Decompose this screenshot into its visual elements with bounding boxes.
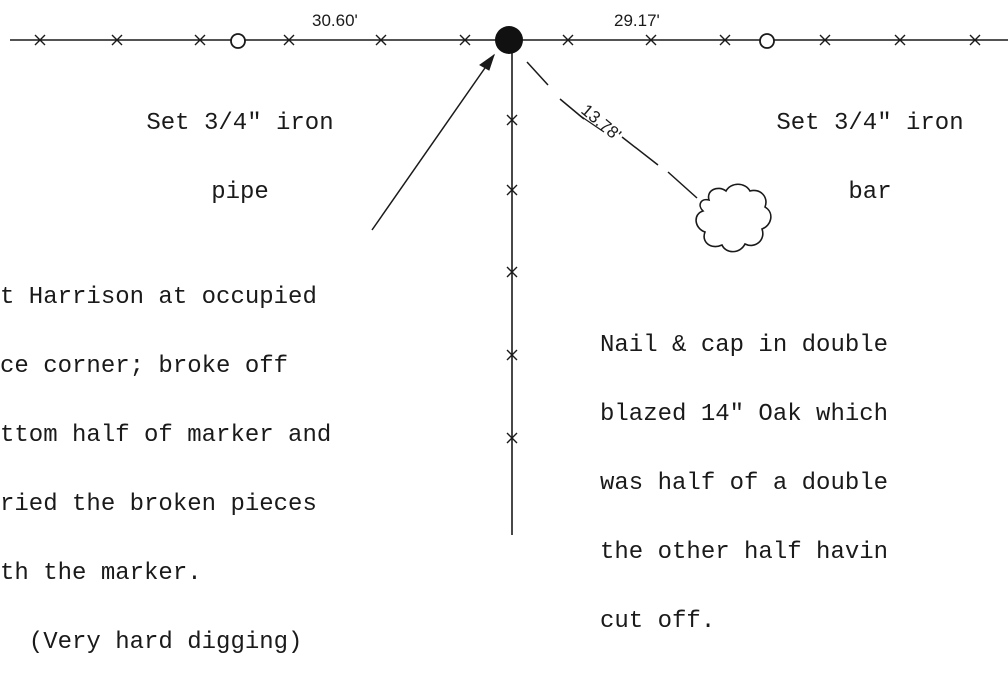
arrowhead-icon xyxy=(479,53,495,71)
dimension-diagonal-underline xyxy=(578,114,605,133)
iron-pipe-label-line: pipe xyxy=(211,179,269,206)
fence-x-mark xyxy=(506,349,518,361)
fence-x-mark xyxy=(283,34,295,46)
oak-tree-note-line: was half of a double xyxy=(600,470,889,497)
iron-bar-label-line: bar xyxy=(848,179,892,206)
fence-x-mark xyxy=(562,34,574,46)
corner-note: t Harrison at occupied ce corner; broke … xyxy=(0,240,480,677)
oak-tree-note-line: Nail & cap in double xyxy=(600,332,889,359)
dimension-right: 29.17' xyxy=(614,11,660,30)
fence-x-mark xyxy=(506,184,518,196)
oak-tree-note-line: the other half havin xyxy=(600,539,889,566)
fence-x-mark xyxy=(969,34,981,46)
tie-line-segment xyxy=(667,171,698,199)
iron-bar-label: Set 3/4" iron bar xyxy=(735,66,1005,227)
oak-tree-note-line: blazed 14" Oak which xyxy=(600,401,889,428)
iron-bar-label-line: Set 3/4" iron xyxy=(776,110,964,137)
fence-x-mark xyxy=(459,34,471,46)
fence-x-mark xyxy=(375,34,387,46)
dimension-left: 30.60' xyxy=(312,11,358,30)
fence-x-mark xyxy=(506,114,518,126)
iron-pipe-monument-icon xyxy=(230,33,246,49)
oak-tree-icon xyxy=(695,183,772,253)
survey-diagram: 30.60' 29.17' 13.78' xyxy=(10,11,1008,535)
fence-x-mark xyxy=(506,432,518,444)
fence-x-mark xyxy=(819,34,831,46)
tie-line-segment xyxy=(621,136,659,166)
leader-arrow xyxy=(371,54,495,231)
tie-line-segment xyxy=(526,61,549,86)
corner-note-line: t Harrison at occupied xyxy=(0,284,317,311)
corner-note-line: (Very hard digging) xyxy=(0,629,303,656)
corner-note-line: th the marker. xyxy=(0,560,202,587)
fence-x-mark xyxy=(894,34,906,46)
iron-bar-monument-icon xyxy=(759,33,775,49)
iron-pipe-label-line: Set 3/4" iron xyxy=(146,110,334,137)
iron-pipe-label: Set 3/4" iron pipe xyxy=(110,66,370,227)
corner-note-line: ttom half of marker and xyxy=(0,422,332,449)
fence-marks-vertical xyxy=(506,114,518,444)
corner-marker-icon xyxy=(495,26,523,54)
fence-x-mark xyxy=(194,34,206,46)
corner-note-line: ried the broken pieces xyxy=(0,491,317,518)
fence-x-mark xyxy=(645,34,657,46)
fence-x-mark xyxy=(34,34,46,46)
fence-marks-horizontal xyxy=(34,34,981,46)
corner-note-line: ce corner; broke off xyxy=(0,353,289,380)
fence-x-mark xyxy=(719,34,731,46)
fence-x-mark xyxy=(506,266,518,278)
oak-tree-note: Nail & cap in double blazed 14" Oak whic… xyxy=(600,288,1008,656)
dimension-diagonal: 13.78' xyxy=(577,101,624,145)
fence-x-mark xyxy=(111,34,123,46)
oak-tree-note-line: cut off. xyxy=(600,608,716,635)
